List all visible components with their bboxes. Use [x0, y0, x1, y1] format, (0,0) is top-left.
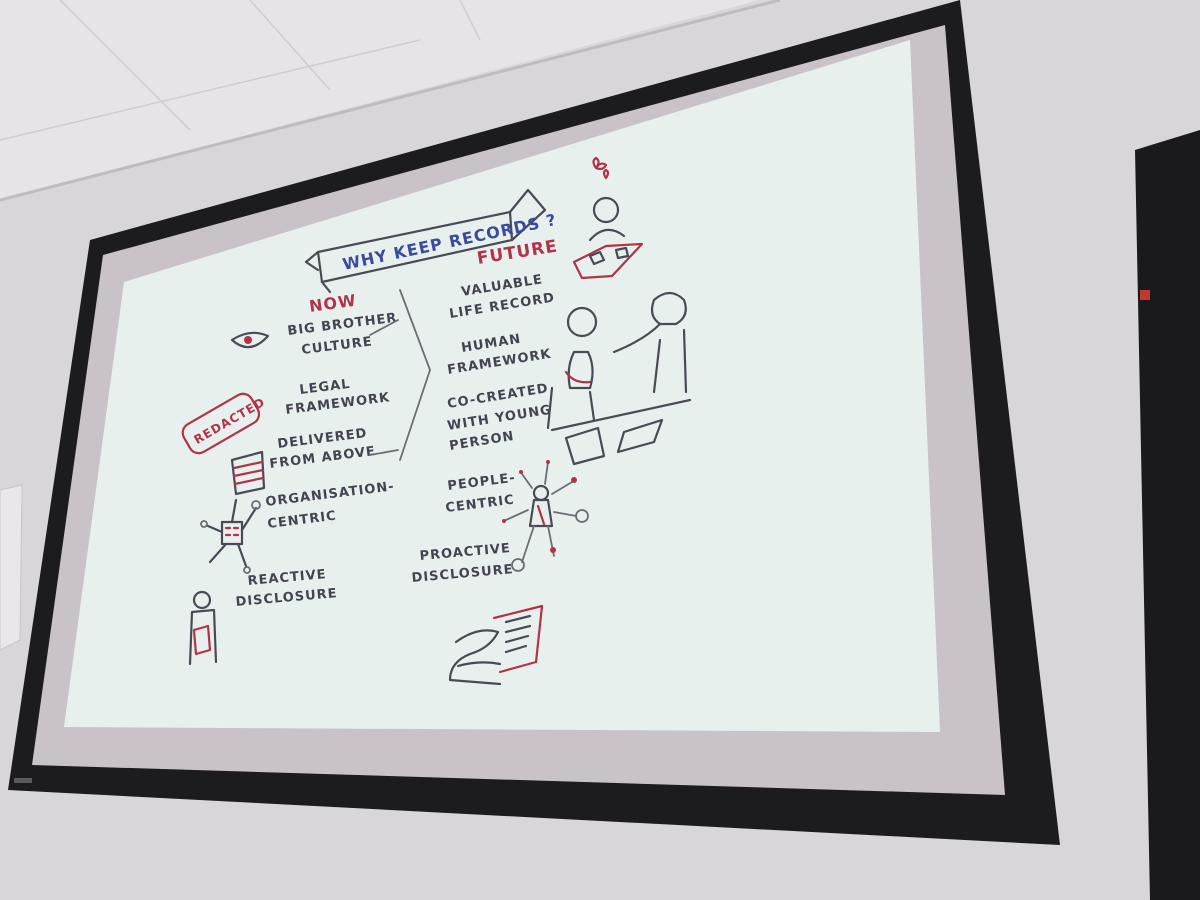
wall-panel-left — [0, 484, 23, 651]
hand-with-document-icon — [448, 604, 544, 686]
wall-sign — [1140, 290, 1150, 300]
wall-monitor — [1135, 130, 1200, 900]
person-with-file-icon — [188, 590, 218, 666]
screen-brand-label — [14, 778, 32, 783]
heart-icon — [592, 156, 610, 180]
ceiling-grid — [0, 0, 481, 141]
paper-stack-icon — [230, 450, 266, 496]
organisation-network-icon — [200, 498, 261, 574]
svg-text:REACTIVE: REACTIVE — [247, 567, 327, 589]
svg-text:LEGAL: LEGAL — [299, 377, 352, 398]
two-people-conversation-icon — [546, 291, 692, 466]
projected-slide — [64, 40, 940, 732]
transition-arrow — [369, 289, 431, 461]
person-network-icon — [502, 460, 589, 572]
ceiling-edge — [0, 0, 781, 202]
eye-icon — [230, 331, 270, 349]
photo-album-person-icon — [572, 196, 644, 280]
